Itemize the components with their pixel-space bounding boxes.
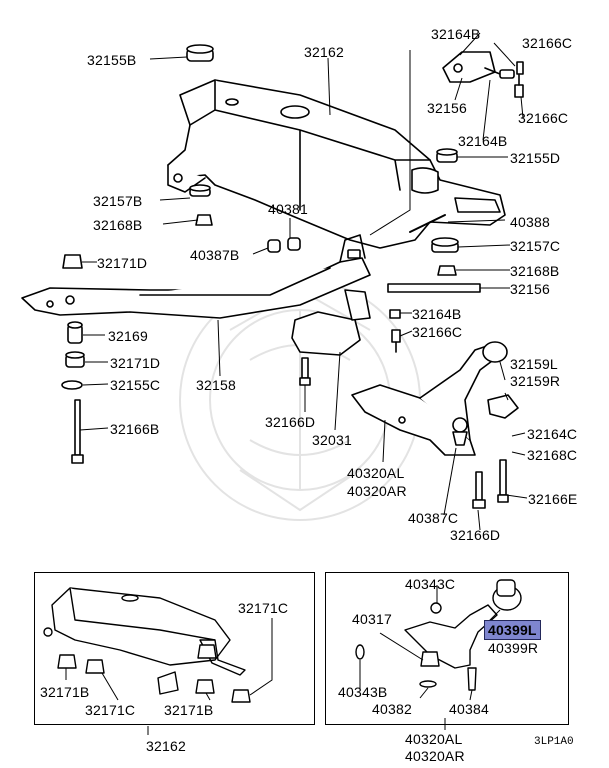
label-32166C[interactable]: 32166C [522,35,573,51]
label-32168C[interactable]: 32168C [527,447,578,463]
label-32155D[interactable]: 32155D [510,150,561,166]
label-40320AR[interactable]: 40320AR [347,483,407,499]
label-32159R[interactable]: 32159R [510,373,561,389]
label-32166D[interactable]: 32166D [450,527,501,543]
label-32168B[interactable]: 32168B [510,263,560,279]
label-32171C[interactable]: 32171C [238,600,289,616]
label-32169[interactable]: 32169 [108,328,148,344]
bottom-right-leaders [359,585,501,730]
label-32171C[interactable]: 32171C [85,702,136,718]
bottom-left-leaders [65,618,273,735]
label-32166C[interactable]: 32166C [518,110,569,126]
label-32156[interactable]: 32156 [510,281,550,297]
label-40381[interactable]: 40381 [268,201,308,217]
left-column-parts [61,184,301,390]
label-32166D[interactable]: 32166D [265,414,316,430]
bottom-right-artwork [355,579,522,691]
label-40388[interactable]: 40388 [510,214,550,230]
label-32157B[interactable]: 32157B [93,193,143,209]
label-32158[interactable]: 32158 [196,377,236,393]
detail-box-control-arm [325,572,569,725]
label-40399R[interactable]: 40399R [488,640,539,656]
label-32157C[interactable]: 32157C [510,238,561,254]
label-40399L-highlighted[interactable]: 40399L [484,620,541,640]
leader-lines [79,32,528,531]
label-32171B[interactable]: 32171B [164,702,214,718]
label-32171B[interactable]: 32171B [40,684,90,700]
label-32155B[interactable]: 32155B [87,52,137,68]
label-32156[interactable]: 32156 [427,100,467,116]
label-32164B[interactable]: 32164B [412,306,462,322]
label-40317[interactable]: 40317 [352,611,392,627]
label-40384[interactable]: 40384 [449,701,489,717]
label-40382[interactable]: 40382 [372,701,412,717]
control-arm-40320AL-top [351,341,519,456]
label-32164B[interactable]: 32164B [458,133,508,149]
label-32166C[interactable]: 32166C [412,324,463,340]
label-32164C[interactable]: 32164C [527,426,578,442]
label-32031[interactable]: 32031 [312,432,352,448]
bracket-32031 [291,289,371,356]
label-40343B[interactable]: 40343B [338,684,388,700]
label-32159L[interactable]: 32159L [510,356,558,372]
bushings-right [387,148,481,353]
label-40343C[interactable]: 40343C [405,576,456,592]
bracket-32156-top [442,51,524,98]
label-40387B[interactable]: 40387B [190,247,240,263]
label-40387C[interactable]: 40387C [408,510,459,526]
label-40320AL[interactable]: 40320AL [347,465,405,481]
label-32171D[interactable]: 32171D [110,355,161,371]
label-32155C[interactable]: 32155C [110,377,161,393]
label-32168B[interactable]: 32168B [93,217,143,233]
label-32162-bottom[interactable]: 32162 [146,738,186,754]
bottom-left-artwork [43,587,251,703]
bolts [71,357,509,509]
diagram-code: 3LP1A0 [534,736,574,748]
label-32162-top[interactable]: 32162 [304,44,344,60]
label-32166E[interactable]: 32166E [528,491,578,507]
mount-32155B [186,44,214,62]
label-40320AL[interactable]: 40320AL [405,731,463,747]
label-32166B[interactable]: 32166B [110,421,160,437]
label-40320AR[interactable]: 40320AR [405,748,465,764]
detail-box-crossmember [34,572,315,725]
label-32164B[interactable]: 32164B [431,26,481,42]
label-32171D[interactable]: 32171D [97,255,148,271]
member-32158 [21,234,371,319]
